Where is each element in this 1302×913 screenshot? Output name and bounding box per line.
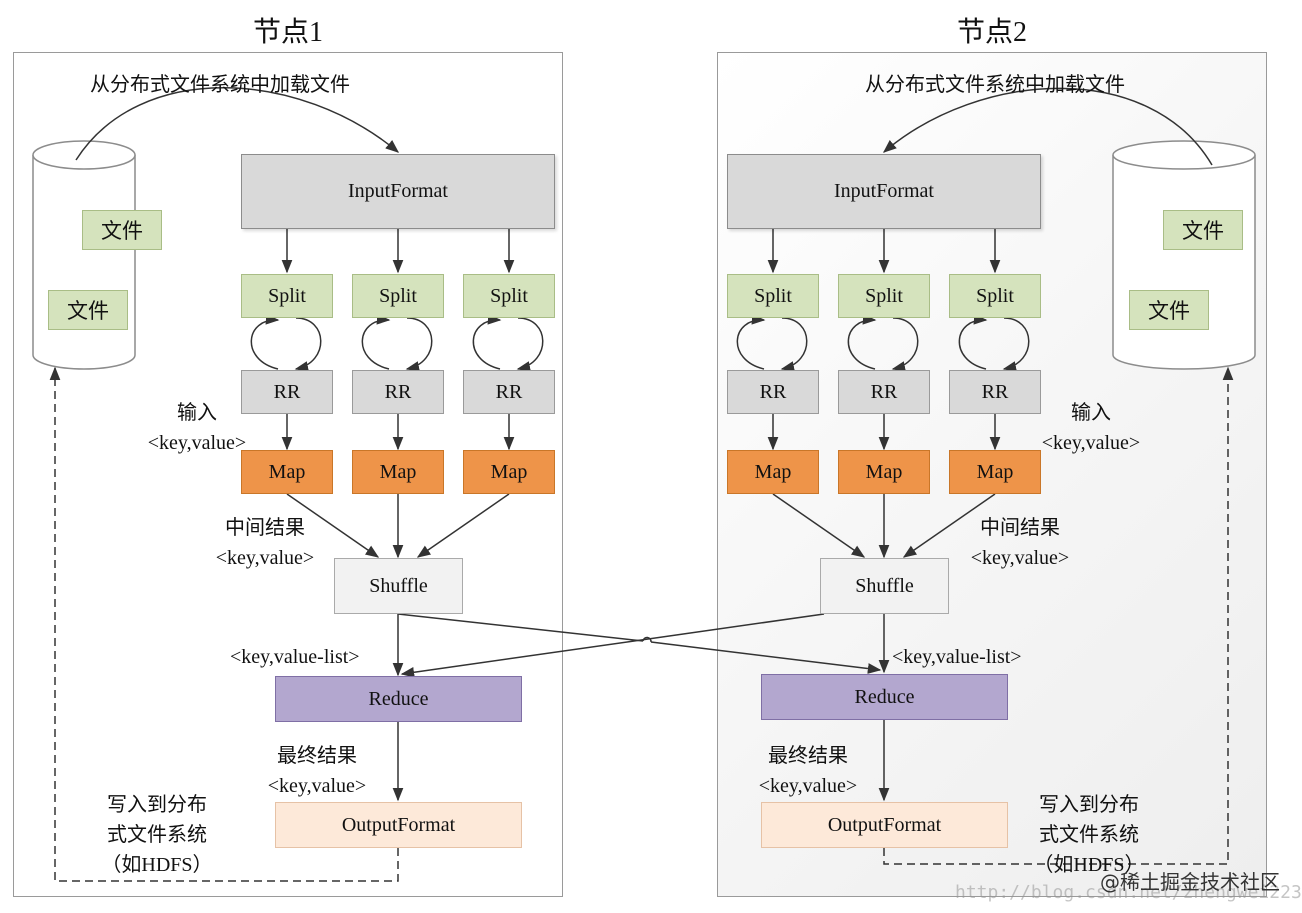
node2-intermediate-label: 中间结果 <key,value>	[970, 517, 1070, 569]
node1-shuffle: Shuffle	[334, 558, 463, 614]
node2-split-1: Split	[727, 274, 819, 318]
node2-map-2: Map	[838, 450, 930, 494]
node1-intermediate-label: 中间结果 <key,value>	[215, 517, 315, 569]
node1-record-reader-3: RR	[463, 370, 555, 414]
node1-write-label: 写入到分布 式文件系统 （如HDFS）	[101, 794, 213, 876]
node2-input-label: 输入 <key,value>	[1041, 402, 1141, 454]
node2-split-2: Split	[838, 274, 930, 318]
node1-outputformat: OutputFormat	[275, 802, 522, 848]
node2-final-label: 最终结果 <key,value>	[758, 745, 858, 797]
node2-map-3: Map	[949, 450, 1041, 494]
node1-input-label: 输入 <key,value>	[147, 402, 247, 454]
node2-map-1: Map	[727, 450, 819, 494]
node1-split-2: Split	[352, 274, 444, 318]
node1-reduce: Reduce	[275, 676, 522, 722]
node2-title: 节点2	[956, 17, 1027, 48]
node2-record-reader-1: RR	[727, 370, 819, 414]
node1-split-1: Split	[241, 274, 333, 318]
node2-file-a: 文件	[1163, 210, 1243, 250]
node1-load-label: 从分布式文件系统中加载文件	[90, 74, 350, 96]
node2-split-3: Split	[949, 274, 1041, 318]
node1-inputformat: InputFormat	[241, 154, 555, 229]
brand-watermark: @稀土掘金技术社区	[1100, 870, 1280, 894]
node2-record-reader-3: RR	[949, 370, 1041, 414]
node1-title: 节点1	[252, 17, 323, 48]
node2-file-b: 文件	[1129, 290, 1209, 330]
node1-record-reader-2: RR	[352, 370, 444, 414]
node1-map-2: Map	[352, 450, 444, 494]
node1-record-reader-1: RR	[241, 370, 333, 414]
node2-load-label: 从分布式文件系统中加载文件	[865, 74, 1125, 96]
node2-shuffle: Shuffle	[820, 558, 949, 614]
node2-inputformat: InputFormat	[727, 154, 1041, 229]
node1-file-b: 文件	[48, 290, 128, 330]
url-watermark: http://blog.csdn.net/zhengwei223	[955, 882, 1302, 903]
node2-outputformat: OutputFormat	[761, 802, 1008, 848]
node1-map-3: Map	[463, 450, 555, 494]
node2-key-value-list-label: <key,value-list>	[892, 646, 1022, 668]
node1-key-value-list-label: <key,value-list>	[230, 646, 360, 668]
node2-reduce: Reduce	[761, 674, 1008, 720]
node1-split-3: Split	[463, 274, 555, 318]
node1-file-a: 文件	[82, 210, 162, 250]
node1-final-label: 最终结果 <key,value>	[267, 745, 367, 797]
node2-write-label: 写入到分布 式文件系统 （如HDFS）	[1033, 794, 1145, 876]
node2-record-reader-2: RR	[838, 370, 930, 414]
node1-map-1: Map	[241, 450, 333, 494]
